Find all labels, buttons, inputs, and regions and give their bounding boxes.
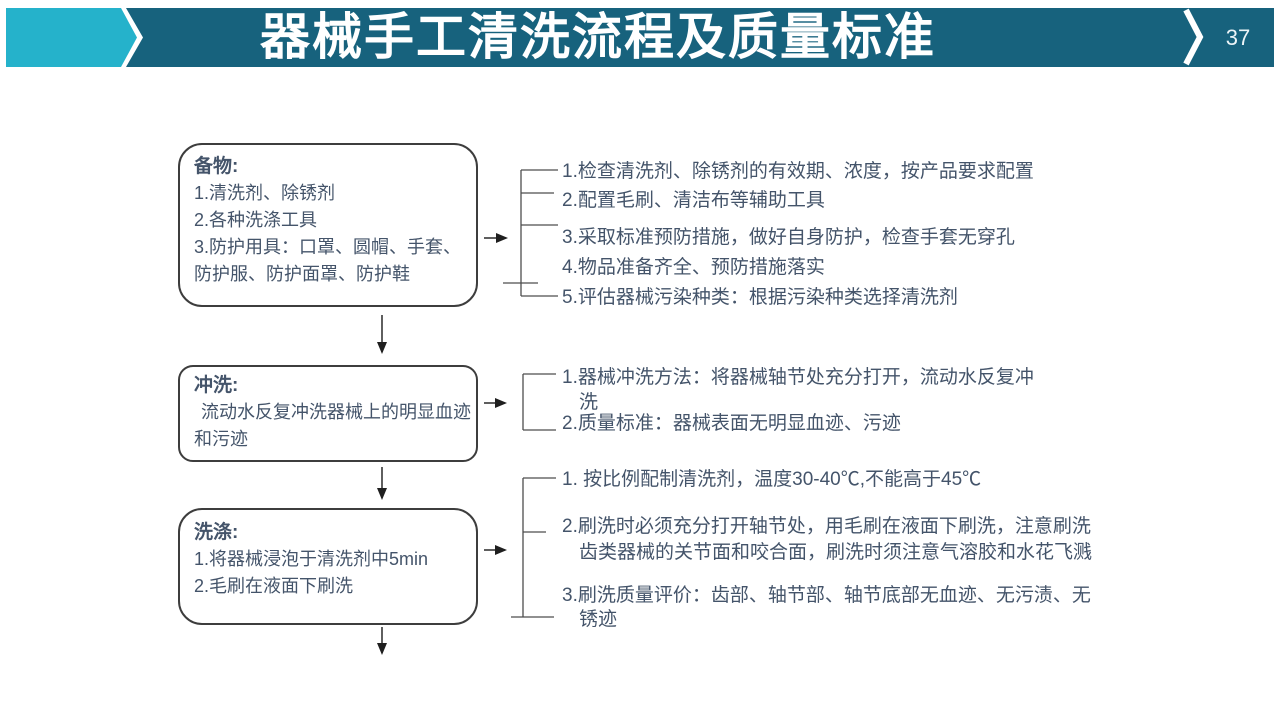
note-item: 4.物品准备齐全、预防措施落实 — [562, 257, 825, 278]
bracket-preparation — [503, 169, 558, 297]
note-item: 2.配置毛刷、清洁布等辅助工具 — [562, 190, 825, 211]
step-title: 洗涤: — [194, 522, 239, 543]
step-title: 备物: — [194, 156, 239, 177]
note-item: 1.检查清洗剂、除锈剂的有效期、浓度，按产品要求配置 — [562, 161, 1034, 182]
header-accent-chevron — [6, 8, 137, 67]
bracket-rinse — [522, 373, 556, 431]
note-item: 2.刷洗时必须充分打开轴节处，用毛刷在液面下刷洗，注意刷洗 齿类器械的关节面和咬… — [562, 516, 1093, 563]
step-body: 1.将器械浸泡于清洗剂中5min 2.毛刷在液面下刷洗 — [194, 549, 429, 596]
step-body: 1.清洗剂、除锈剂 2.各种洗涤工具 3.防护用具：口罩、圆帽、手套、 防护服、… — [194, 183, 462, 284]
note-item: 1. 按比例配制清洗剂，温度30-40℃,不能高于45℃ — [562, 469, 982, 490]
step-body: 流动水反复冲洗器械上的明显血迹 和污迹 — [194, 402, 471, 449]
note-item: 2.质量标准：器械表面无明显血迹、污迹 — [562, 413, 901, 434]
page-number: 37 — [1225, 25, 1251, 50]
flow-box-washing: 洗涤: 1.将器械浸泡于清洗剂中5min 2.毛刷在液面下刷洗 — [178, 508, 478, 625]
note-item: 5.评估器械污染种类：根据污染种类选择清洗剂 — [562, 287, 958, 308]
note-item: 1.器械冲洗方法：将器械轴节处充分打开，流动水反复冲 洗 — [562, 367, 1034, 413]
header-bar — [126, 8, 1274, 67]
bracket-washing — [511, 477, 556, 618]
note-item: 3.采取标准预防措施，做好自身防护，检查手套无穿孔 — [562, 227, 1015, 248]
flow-box-preparation: 备物: 1.清洗剂、除锈剂 2.各种洗涤工具 3.防护用具：口罩、圆帽、手套、 … — [178, 143, 478, 307]
flow-box-rinse: 冲洗: 流动水反复冲洗器械上的明显血迹 和污迹 — [178, 365, 478, 462]
page-title: 器械手工清洗流程及质量标准 — [260, 9, 936, 65]
step-title: 冲洗: — [194, 375, 239, 396]
note-item: 3.刷洗质量评价：齿部、轴节部、轴节底部无血迹、无污渍、无 锈迹 — [562, 585, 1091, 630]
